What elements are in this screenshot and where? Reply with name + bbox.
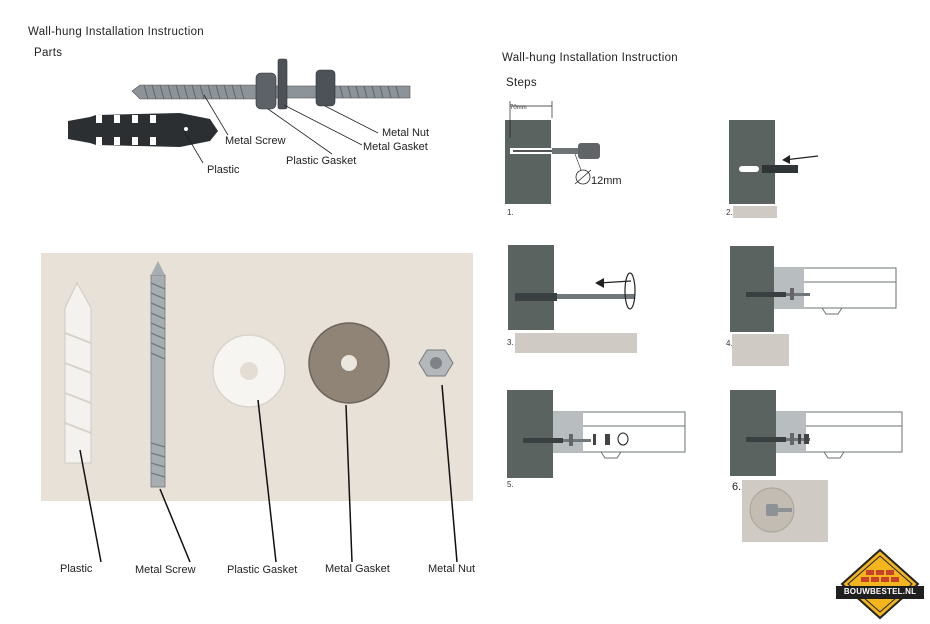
label-metal-screw: Metal Screw bbox=[225, 135, 286, 147]
logo-text: BOUWBESTEL.NL bbox=[843, 587, 917, 596]
photo-label-metal-screw: Metal Screw bbox=[135, 564, 196, 576]
wall-block bbox=[730, 390, 776, 476]
plastic-anchor-drawing bbox=[68, 113, 218, 147]
label-metal-gasket: Metal Gasket bbox=[363, 141, 428, 153]
photo-label-plastic: Plastic bbox=[60, 563, 93, 575]
label-metal-nut: Metal Nut bbox=[382, 127, 430, 139]
drill-drawing bbox=[509, 101, 600, 185]
parts-diagram bbox=[68, 58, 411, 164]
wall-block bbox=[508, 245, 554, 330]
photo-label-plastic-gasket: Plastic Gasket bbox=[227, 564, 298, 576]
step-3-number: 3. bbox=[507, 338, 514, 347]
photo-label-metal-gasket: Metal Gasket bbox=[325, 563, 390, 575]
parts-photo bbox=[41, 253, 473, 501]
step-6-photo bbox=[742, 480, 828, 542]
step-5: 5. bbox=[505, 390, 695, 490]
steps-heading: Steps bbox=[506, 77, 537, 89]
step-3: 3. bbox=[505, 245, 645, 357]
dim-depth: 70mm bbox=[510, 105, 527, 111]
logo-emblem bbox=[836, 548, 924, 620]
step-5-number: 5. bbox=[507, 480, 514, 489]
parts-photo-drawing bbox=[64, 261, 454, 488]
final-assembly-drawing bbox=[746, 411, 903, 459]
wall-block bbox=[507, 390, 553, 478]
step-3-photo bbox=[515, 333, 637, 353]
anchor-insert-drawing bbox=[739, 155, 819, 173]
screw-drawing bbox=[131, 58, 411, 110]
step-1: 70mm 12mm 1. bbox=[505, 98, 645, 217]
right-title: Wall-hung Installation Instruction bbox=[502, 52, 678, 64]
dim-diameter: 12mm bbox=[591, 175, 622, 187]
gasket-fit-drawing bbox=[523, 411, 686, 459]
step-4-number: 4. bbox=[726, 339, 733, 348]
step-4: 4. bbox=[726, 246, 910, 368]
left-title: Wall-hung Installation Instruction bbox=[28, 26, 204, 38]
wall-block bbox=[505, 120, 551, 204]
step-1-number: 1. bbox=[507, 208, 514, 217]
step-6-photo-drawing bbox=[749, 487, 795, 533]
step-4-photo bbox=[732, 334, 789, 366]
step-2-number: 2. bbox=[726, 208, 733, 217]
step-2: 2. bbox=[726, 120, 826, 220]
parts-heading: Parts bbox=[34, 47, 63, 59]
step-2-photo bbox=[733, 206, 777, 218]
basin-mount-drawing bbox=[746, 267, 897, 315]
photo-label-metal-nut: Metal Nut bbox=[428, 563, 476, 575]
screw-insert-drawing bbox=[515, 272, 636, 310]
label-plastic-gasket: Plastic Gasket bbox=[286, 155, 357, 167]
brand-logo: BOUWBESTEL.NL bbox=[834, 548, 926, 620]
wall-block bbox=[729, 120, 775, 204]
wall-block bbox=[730, 246, 774, 332]
step-6: 6. bbox=[728, 390, 908, 545]
step-6-number: 6. bbox=[732, 481, 742, 493]
label-plastic: Plastic bbox=[207, 164, 240, 176]
